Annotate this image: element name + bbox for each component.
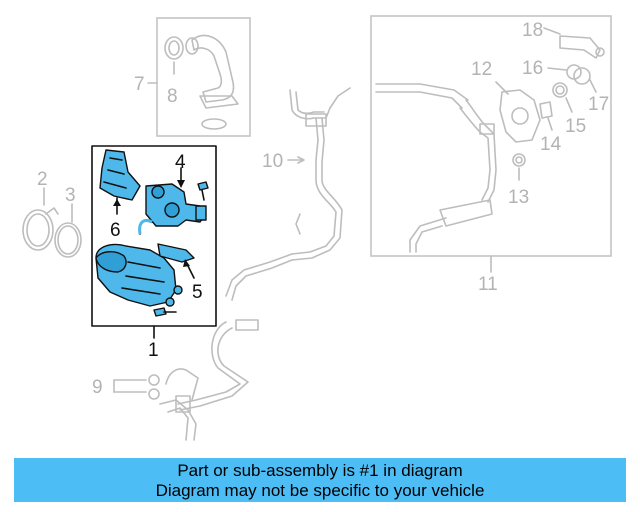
assembly-1 (91, 145, 217, 339)
callout-13: 13 (508, 187, 529, 208)
box-11 (370, 15, 612, 273)
callout-2: 2 (37, 169, 48, 190)
callout-8: 8 (167, 86, 178, 107)
callout-16: 16 (522, 58, 543, 79)
pipe-9 (113, 319, 259, 441)
banner-line-1: Part or sub-assembly is #1 in diagram (177, 461, 463, 480)
callout-17: 17 (588, 94, 609, 115)
heat-shield-6 (99, 149, 141, 201)
callout-1: 1 (148, 340, 159, 361)
callout-3: 3 (65, 185, 76, 206)
callout-5: 5 (192, 282, 203, 303)
callout-6: 6 (110, 220, 121, 241)
callout-12: 12 (471, 59, 492, 80)
callout-15: 15 (565, 116, 586, 137)
callout-7: 7 (134, 74, 145, 95)
callout-14: 14 (540, 134, 562, 155)
pipe-10 (225, 87, 351, 301)
info-banner: Part or sub-assembly is #1 in diagram Di… (14, 458, 626, 502)
callout-4: 4 (175, 152, 186, 173)
callout-11: 11 (478, 274, 498, 295)
gasket-5 (157, 243, 195, 263)
clamp-and-seal (22, 187, 82, 258)
banner-line-2: Diagram may not be specific to your vehi… (155, 481, 485, 500)
callout-9: 9 (92, 377, 103, 398)
box-7-8 (147, 17, 251, 137)
callout-18: 18 (522, 20, 543, 41)
callout-10: 10 (262, 151, 283, 172)
